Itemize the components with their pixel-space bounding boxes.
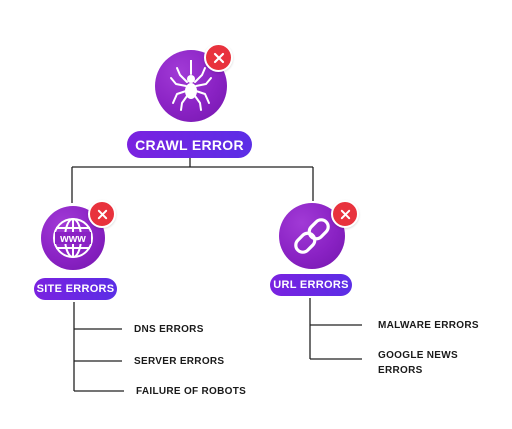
spider-icon [170,60,212,111]
close-icon [213,52,224,63]
malware-errors-item: MALWARE ERRORS [378,320,479,331]
url-errors-label: URL ERRORS [270,274,352,296]
dns-errors-item: DNS ERRORS [134,324,204,335]
globe-www-text: www [59,233,86,245]
crawl-error-label: CRAWL ERROR [127,131,252,158]
chain-link-icon [294,218,330,254]
site-errors-label: SITE ERRORS [34,278,117,300]
server-errors-item: SERVER ERRORS [134,356,225,367]
globe-www-icon: www [53,218,93,258]
close-icon [97,209,107,219]
url-errors-badge [331,200,359,228]
google-news-errors-item: GOOGLE NEWS ERRORS [378,350,458,376]
close-icon [340,209,350,219]
crawl-error-badge [204,43,233,72]
site-errors-badge [88,200,116,228]
failure-of-robots-item: FAILURE OF ROBOTS [136,386,247,397]
